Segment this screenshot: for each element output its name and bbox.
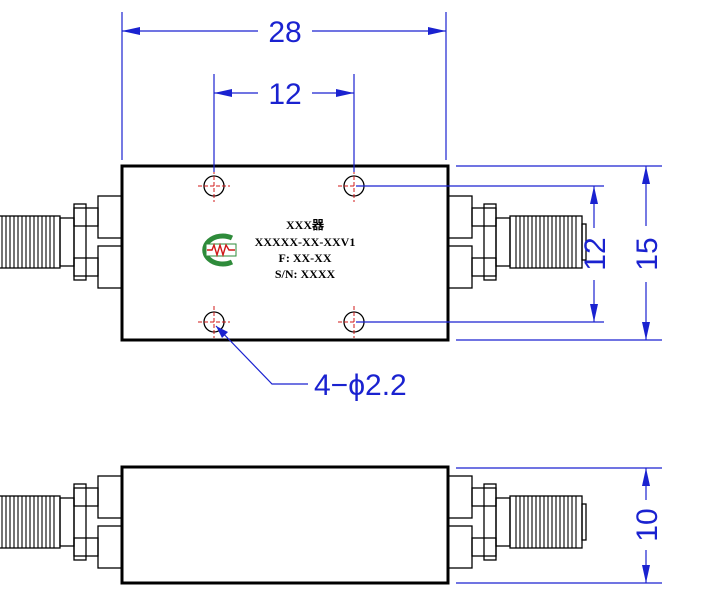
dimension-label: 28 [268, 16, 301, 49]
sma-connector-icon [447, 195, 587, 289]
side-view [0, 465, 587, 585]
sma-connector-icon [0, 475, 123, 569]
dimension-body-thickness: 10 [456, 467, 664, 584]
mounting-hole-icon [198, 306, 230, 338]
dimension-hole-spacing-y: 12 [356, 185, 612, 323]
hole-callout-leader: 4−ϕ2.2 [215, 325, 407, 402]
dimension-body-height: 15 [456, 165, 664, 341]
top-view: XXX器 XXXXX-XX-XXV1 F: XX-XX S/N: XXXX [0, 164, 587, 342]
dimension-label: 10 [631, 508, 664, 541]
dimension-hole-spacing-x: 12 [213, 74, 355, 172]
dimension-label: 15 [631, 237, 664, 270]
filter-body-top [120, 164, 450, 342]
mounting-hole-icon [198, 170, 230, 202]
sma-connector-icon [447, 475, 587, 569]
label-line-1: XXX器 [286, 218, 325, 232]
dimension-label: 12 [268, 78, 301, 111]
label-line-2: XXXXX-XX-XXV1 [255, 235, 356, 249]
hole-callout-label: 4−ϕ2.2 [314, 369, 407, 402]
label-line-4: S/N: XXXX [275, 267, 336, 281]
company-logo-icon [202, 233, 237, 267]
dimension-label: 12 [579, 237, 612, 270]
sma-connector-icon [0, 195, 123, 289]
dimension-total-length: 28 [121, 12, 447, 160]
label-line-3: F: XX-XX [279, 251, 332, 265]
filter-body-side [120, 465, 450, 585]
